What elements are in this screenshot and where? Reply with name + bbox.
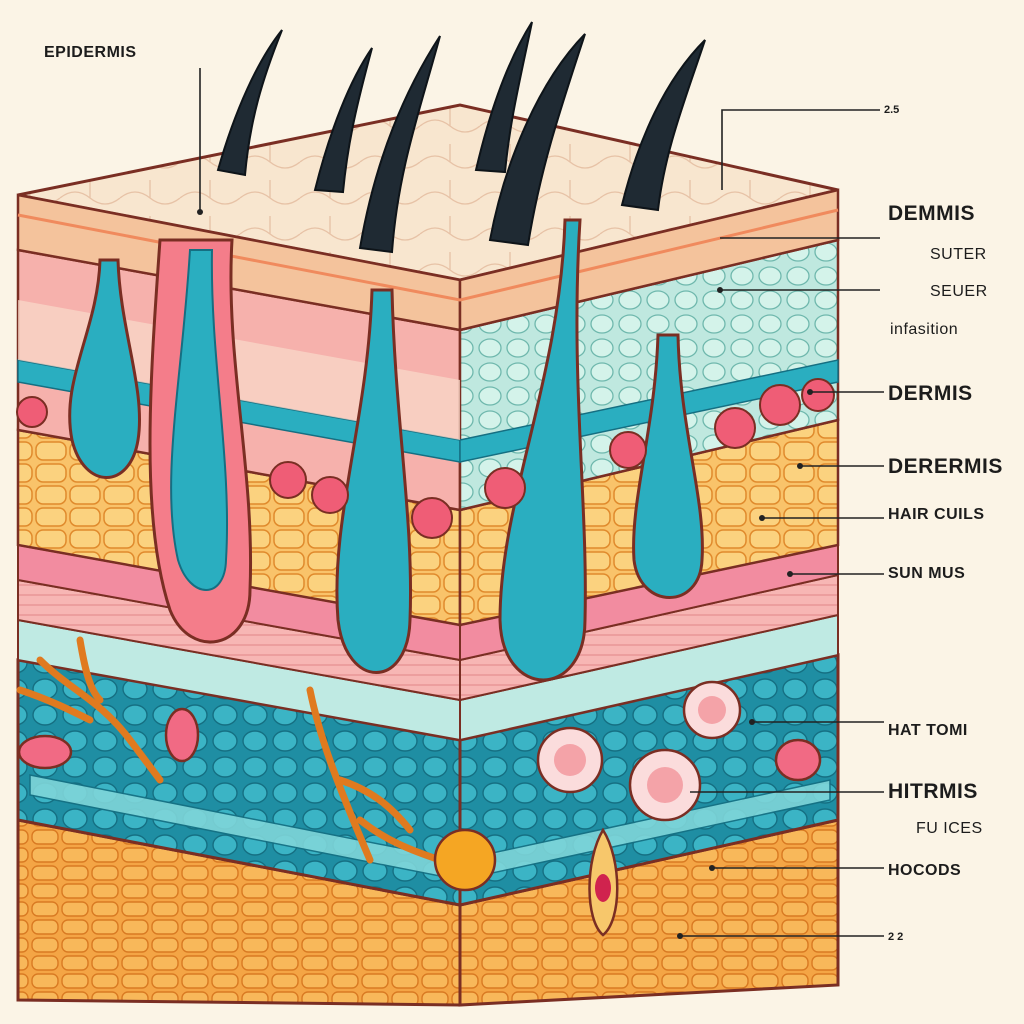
follicle-4: [498, 218, 587, 682]
label-dermis-2: DERMIS: [888, 382, 973, 405]
hypodermis-teal-layer: [16, 613, 840, 907]
label-hat-tomi: HAT TOMI: [888, 722, 968, 739]
label-hitrmis: HITRMIS: [888, 780, 978, 803]
subcutaneous-base-layer: [16, 818, 840, 1007]
hair-follicles: [68, 218, 704, 682]
label-infasition: infasition: [890, 321, 959, 338]
nerve-branches: [16, 636, 444, 864]
vessel-sections: [17, 680, 822, 937]
label-scale-bottom: 2 2: [888, 931, 904, 943]
leader-lines: [197, 68, 884, 939]
label-scale-top: 2.5: [884, 104, 900, 116]
label-fu-ices: FU ICES: [916, 820, 983, 837]
label-dermis-3: DERERMIS: [888, 455, 1003, 478]
follicle-3: [335, 288, 413, 674]
epidermis-top-layer: [16, 103, 840, 332]
label-dermis-1: DEMMIS: [888, 202, 975, 225]
label-epidermis: EPIDERMIS: [44, 44, 137, 61]
follicle-1: [68, 258, 142, 479]
label-hair-cuils: HAIR CUILS: [888, 506, 985, 523]
label-hocods: HOCODS: [888, 862, 962, 879]
label-suter: SUTER: [930, 246, 987, 263]
label-seuer: SEUER: [930, 283, 988, 300]
blood-cells: [16, 378, 835, 539]
follicle-2: [148, 238, 253, 644]
label-sun-mus: SUN MUS: [888, 565, 966, 582]
hair-shafts: [216, 21, 706, 254]
